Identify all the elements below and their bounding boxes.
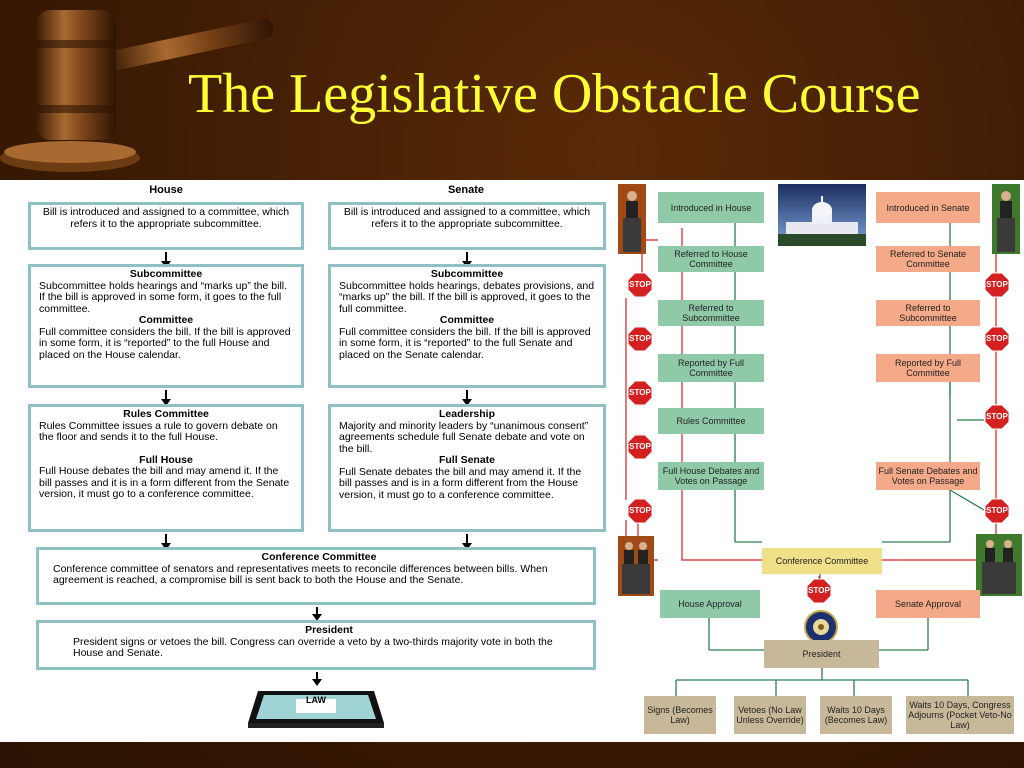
flow-president: President [764,640,879,668]
senate-floor-box: Leadership Majority and minority leaders… [328,404,606,532]
stop-sign: STOP [984,272,1010,298]
stop-sign: STOP [984,498,1010,524]
house-rules-text: Rules Committee issues a rule to govern … [39,419,278,443]
house-com-heading: Committee [138,314,194,326]
conference-text: Conference committee of senators and rep… [53,562,548,586]
senate-full-text: Full Senate debates the bill and may ame… [339,465,582,501]
flow-step-senate-0: Introduced in Senate [876,192,980,223]
house-column-header: House [149,184,183,196]
senate-lead-text: Majority and minority leaders by “unanim… [339,419,589,455]
flow-senate-approval: Senate Approval [876,590,980,618]
senate-lead-heading: Leadership [438,408,496,420]
arrow [312,607,322,621]
senate-intro-box: Bill is introduced and assigned to a com… [328,202,606,250]
house-sub-text: Subcommittee holds hearings and “marks u… [39,279,288,315]
stop-sign: STOP [806,578,832,604]
senate-members-figure [976,534,1022,596]
arrow [161,390,171,406]
president-box: President President signs or vetoes the … [36,620,596,670]
stop-sign: STOP [627,498,653,524]
arrow [161,252,171,268]
house-intro-text: Bill is introduced and assigned to a com… [42,206,290,230]
senate-sub-text: Subcommittee holds hearings, debates pro… [339,279,595,315]
flow-step-senate-3: Reported by Full Committee [876,354,980,382]
conference-committee-box: Conference Committee Conference committe… [36,547,596,605]
house-full-heading: Full House [139,453,193,466]
arrow [161,534,171,550]
flow-house-approval: House Approval [660,590,760,618]
law-label: LAW [306,695,326,705]
senate-intro-text: Bill is introduced and assigned to a com… [343,206,591,230]
house-com-text: Full committee considers the bill. If th… [39,325,291,361]
page-title: The Legislative Obstacle Course [188,63,921,125]
process-chart-left: House Senate Bill is introduced and assi… [0,180,614,742]
president-text: President signs or vetoes the bill. Cong… [73,635,553,659]
law-book-icon [248,691,384,728]
flow-step-senate-2: Referred to Subcommittee [876,300,980,326]
capitol-building-image [778,184,866,246]
stop-sign: STOP [627,272,653,298]
senate-com-heading: Committee [439,314,495,326]
house-full-text: Full House debates the bill and may amen… [39,465,290,500]
stop-sign: STOP [627,380,653,406]
senate-committee-box: Subcommittee Subcommittee holds hearings… [328,264,606,388]
flow-step-house-0: Introduced in House [658,192,764,223]
senate-sub-heading: Subcommittee [430,268,504,280]
house-floor-box: Rules Committee Rules Committee issues a… [28,404,304,532]
senate-column-header: Senate [447,184,485,196]
presidential-seal-icon [804,610,838,644]
arrow [462,252,472,268]
stop-sign: STOP [627,434,653,460]
flow-step-house-1: Referred to House Committee [658,246,764,272]
senate-speaker-figure [992,184,1020,254]
flow-outcome-0: Signs (Becomes Law) [644,696,716,734]
president-heading: President [305,624,353,636]
gavel-icon [0,10,274,172]
arrow [312,672,322,686]
house-members-figure [618,536,654,596]
flow-step-house-2: Referred to Subcommittee [658,300,764,326]
flow-step-house-5: Full House Debates and Votes on Passage [658,462,764,490]
senate-full-heading: Full Senate [438,454,495,466]
stop-sign: STOP [984,326,1010,352]
senate-com-text: Full committee considers the bill. If th… [339,325,591,361]
flow-outcome-2: Waits 10 Days (Becomes Law) [820,696,892,734]
conference-heading: Conference Committee [261,551,377,563]
flow-step-house-3: Reported by Full Committee [658,354,764,382]
flow-step-senate-4: Full Senate Debates and Votes on Passage [876,462,980,490]
arrow [462,534,472,550]
flow-outcome-1: Vetoes (No Law Unless Override) [734,696,806,734]
stop-sign: STOP [984,404,1010,430]
house-committee-box: Subcommittee Subcommittee holds hearings… [28,264,304,388]
flow-outcome-3: Waits 10 Days, Congress Adjourns (Pocket… [906,696,1014,734]
arrow [462,390,472,406]
process-chart-right: Introduced in House Referred to House Co… [614,180,1024,742]
flow-step-senate-1: Referred to Senate Committee [876,246,980,272]
house-speaker-figure [618,184,646,254]
house-sub-heading: Subcommittee [129,268,203,280]
flow-conference-committee: Conference Committee [762,548,882,574]
house-rules-heading: Rules Committee [123,408,209,420]
flow-step-house-4: Rules Committee [658,408,764,434]
stop-sign: STOP [627,326,653,352]
house-intro-box: Bill is introduced and assigned to a com… [28,202,304,250]
